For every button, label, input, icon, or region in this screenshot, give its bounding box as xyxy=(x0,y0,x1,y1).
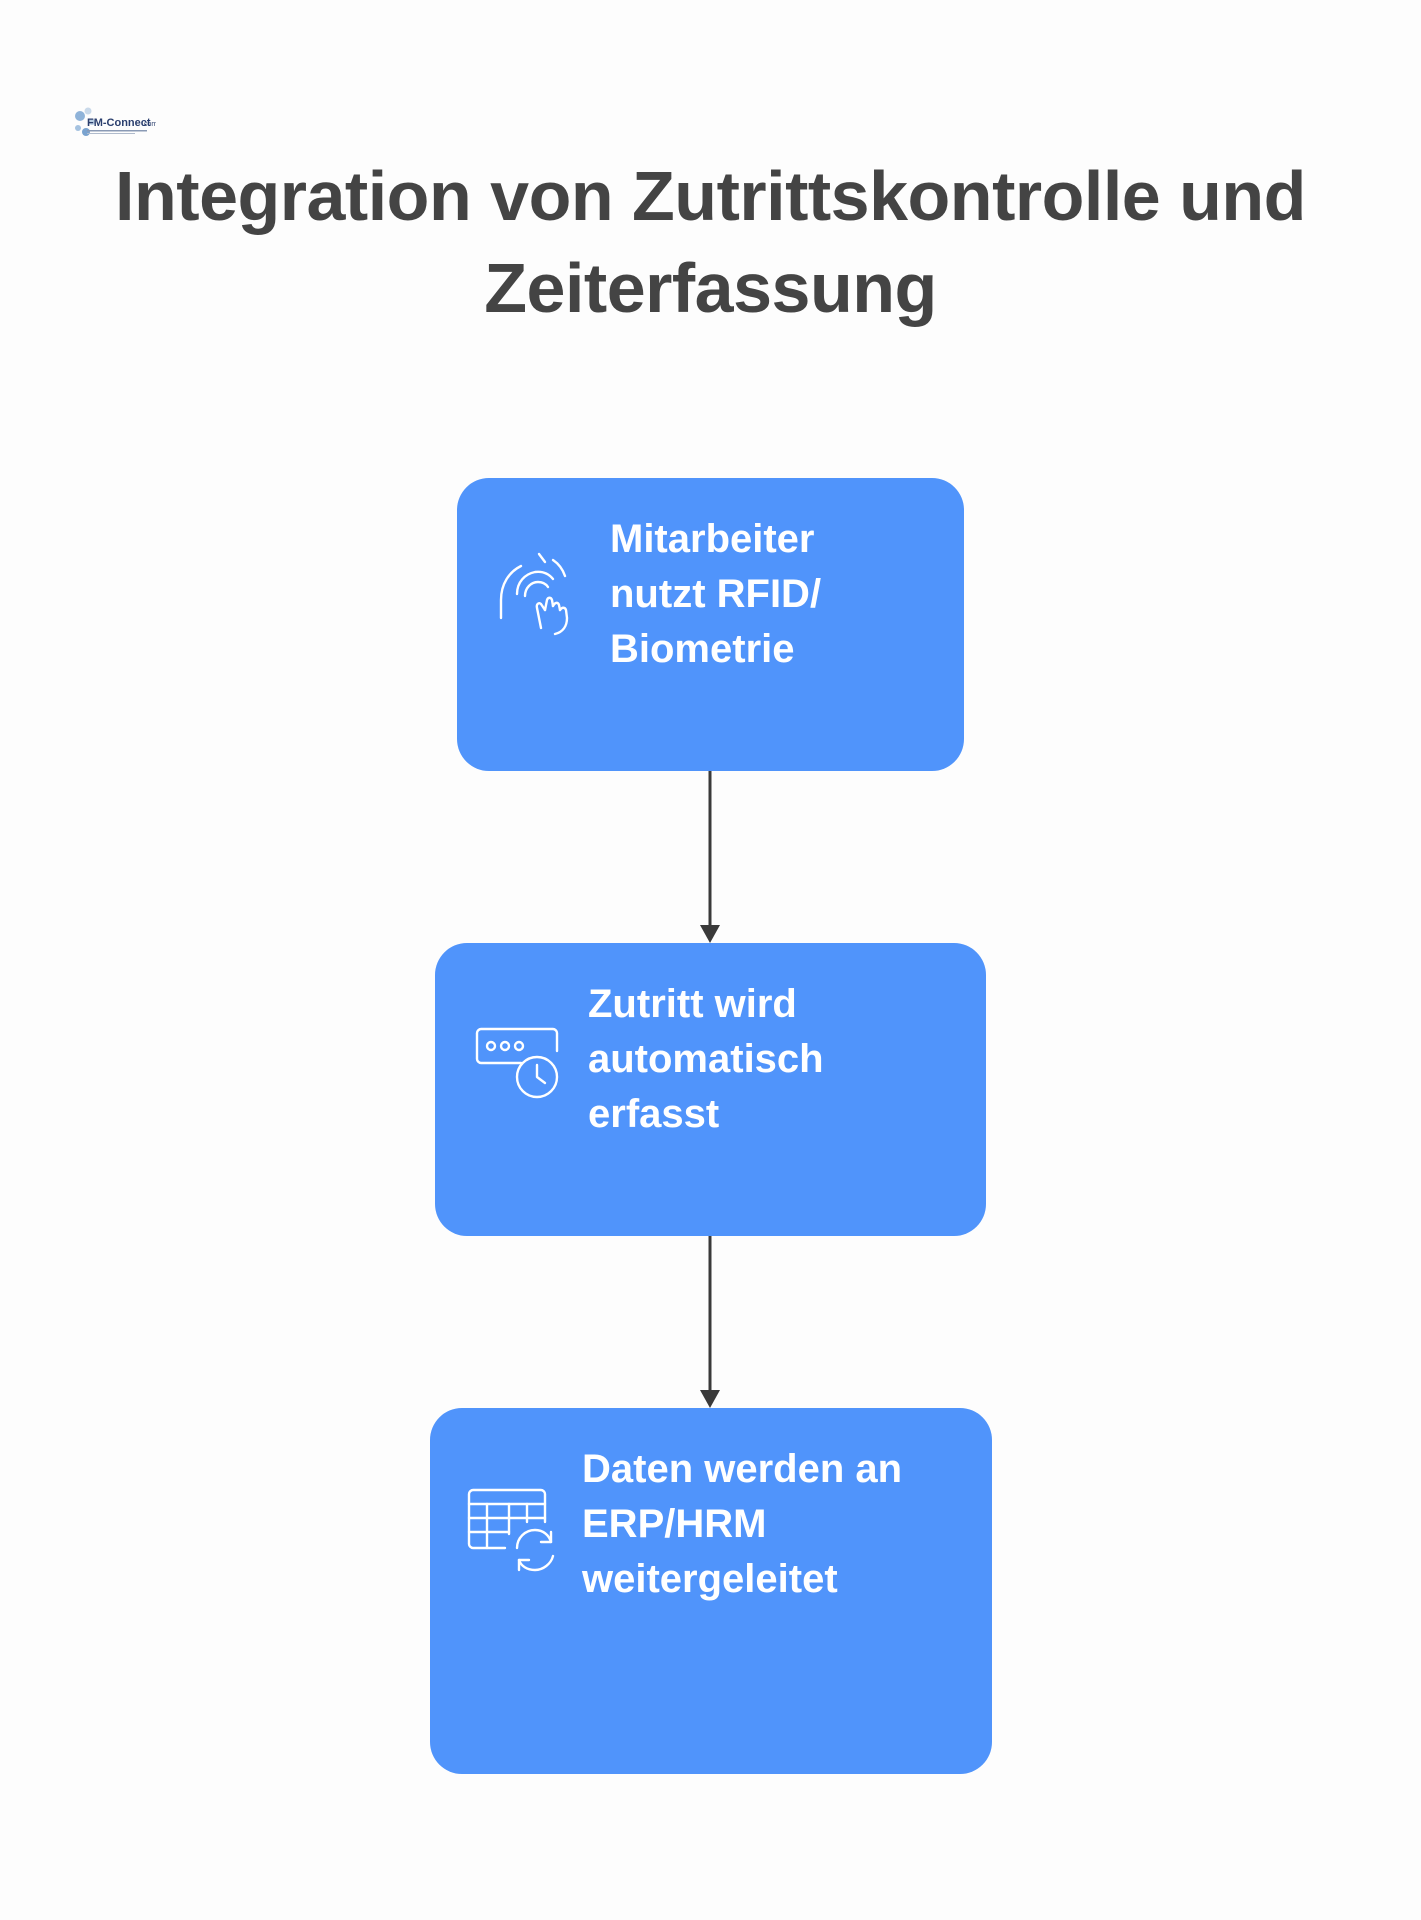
step-box-access-recorded xyxy=(435,943,986,1236)
svg-text:FM-Connect: FM-Connect xyxy=(87,117,151,129)
password-clock-icon xyxy=(473,1015,565,1107)
fm-connect-logo: FM-Connect .com xyxy=(72,104,157,142)
title-line-1: Integration von Zutrittskontrolle und xyxy=(115,157,1306,235)
step-box-rfid-biometrics xyxy=(457,478,964,771)
step-label-data-forwarded: Daten werden an ERP/HRM weitergeleitet xyxy=(582,1447,903,1601)
step-box-data-forwarded xyxy=(430,1408,992,1774)
touch-sensor-icon xyxy=(495,548,587,640)
page-title: Integration von Zutrittskontrolle und Ze… xyxy=(40,150,1381,334)
connector-2-3 xyxy=(700,1236,720,1408)
svg-text:.com: .com xyxy=(142,121,156,128)
step-label-access-recorded: Zutritt wird automatisch erfasst xyxy=(588,982,824,1136)
connector-1-2 xyxy=(700,771,720,943)
title-line-2: Zeiterfassung xyxy=(484,249,937,327)
step-label-rfid-biometrics: Mitarbeiter nutzt RFID/ Biometrie xyxy=(610,517,822,671)
table-sync-icon xyxy=(465,1482,557,1574)
